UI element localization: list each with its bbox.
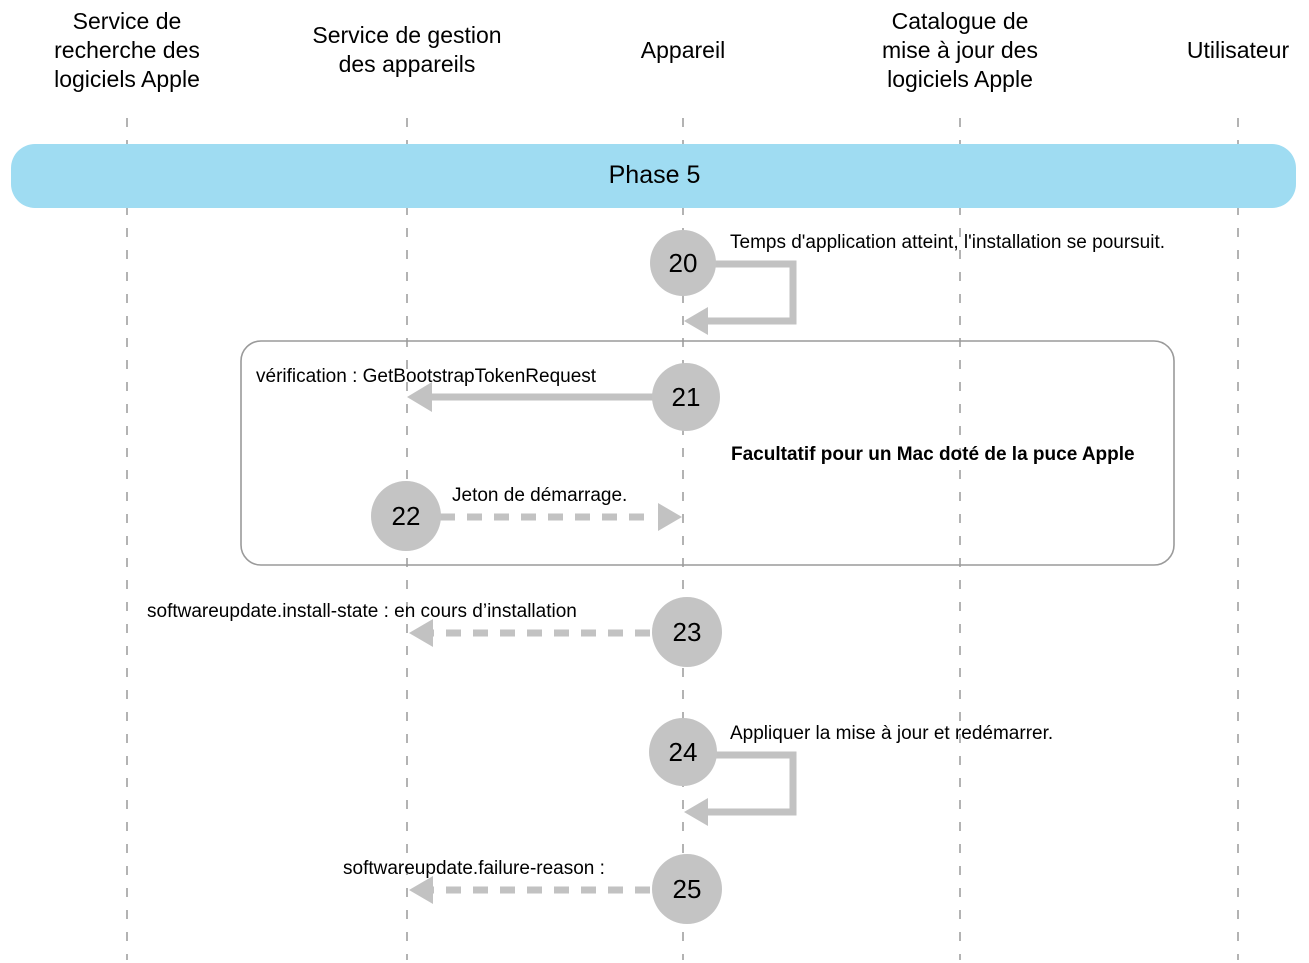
lifeline-header-line: Appareil: [640, 37, 726, 63]
phase-banner-label: Phase 5: [608, 161, 701, 189]
step-24-self-loop-arrow: [684, 751, 797, 826]
step-20-number: 20: [668, 248, 698, 278]
lifeline-header-line: logiciels Apple: [887, 66, 1033, 92]
step-22-message-label: Jeton de démarrage.: [452, 485, 628, 506]
step-22-circle: [371, 481, 441, 551]
step-21-message-request: GetBootstrapTokenRequest: [362, 366, 597, 387]
step-21-message-label: vérification : GetBootstrapTokenRequest: [256, 366, 596, 388]
step-21-arrow: [407, 382, 660, 412]
step-24-message-label: Appliquer la mise à jour et redémarrer.: [730, 723, 1054, 744]
phase-banner: [11, 144, 1296, 208]
step-23-message-state: en cours d’installation: [394, 601, 577, 622]
step-25-message-label: softwareupdate.failure-reason :: [343, 858, 605, 879]
lifeline-header-device: Appareil: [583, 36, 783, 65]
step-20-message-label: Temps d'application atteint, l'installat…: [730, 232, 1165, 253]
lifeline-header-device-management-service: Service de gestion des appareils: [282, 21, 532, 79]
lifeline-header-line: des appareils: [338, 51, 476, 77]
step-25-arrow: [409, 876, 650, 904]
step-23-circle: [652, 597, 722, 667]
step-21-message-prefix: vérification :: [256, 366, 363, 387]
lifeline-header-line: mise à jour des: [882, 37, 1038, 63]
lifeline-header-line: Utilisateur: [1186, 37, 1290, 63]
step-23-number: 23: [672, 617, 702, 647]
step-20-self-loop-arrow: [684, 260, 797, 335]
step-20-circle: [650, 230, 716, 296]
lifeline-header-line: Catalogue de: [891, 8, 1029, 34]
step-21-number: 21: [671, 382, 701, 412]
step-21-circle: [652, 363, 720, 431]
lifeline-header-apple-software-update-catalog: Catalogue de mise à jour des logiciels A…: [840, 7, 1080, 94]
step-24-number: 24: [668, 737, 698, 767]
lifeline-header-line: logiciels Apple: [54, 66, 200, 92]
step-23-message-label: softwareupdate.install-state : en cours …: [147, 601, 577, 623]
step-24-circle: [649, 718, 717, 786]
step-23-arrow: [409, 619, 650, 647]
optional-fragment-note: Facultatif pour un Mac doté de la puce A…: [731, 444, 1135, 465]
lifeline-header-apple-software-lookup: Service de recherche des logiciels Apple: [7, 7, 247, 94]
lifeline-header-line: Service de: [72, 8, 182, 34]
optional-fragment-box: [240, 340, 1175, 566]
step-25-number: 25: [672, 874, 702, 904]
lifeline-header-user: Utilisateur: [1148, 36, 1309, 65]
lifeline-header-line: recherche des: [54, 37, 200, 63]
step-22-arrow: [440, 503, 682, 531]
step-23-message-prefix: softwareupdate.install-state :: [147, 601, 395, 622]
lifeline-header-line: Service de gestion: [312, 22, 502, 48]
step-25-circle: [652, 854, 722, 924]
step-22-number: 22: [391, 501, 421, 531]
